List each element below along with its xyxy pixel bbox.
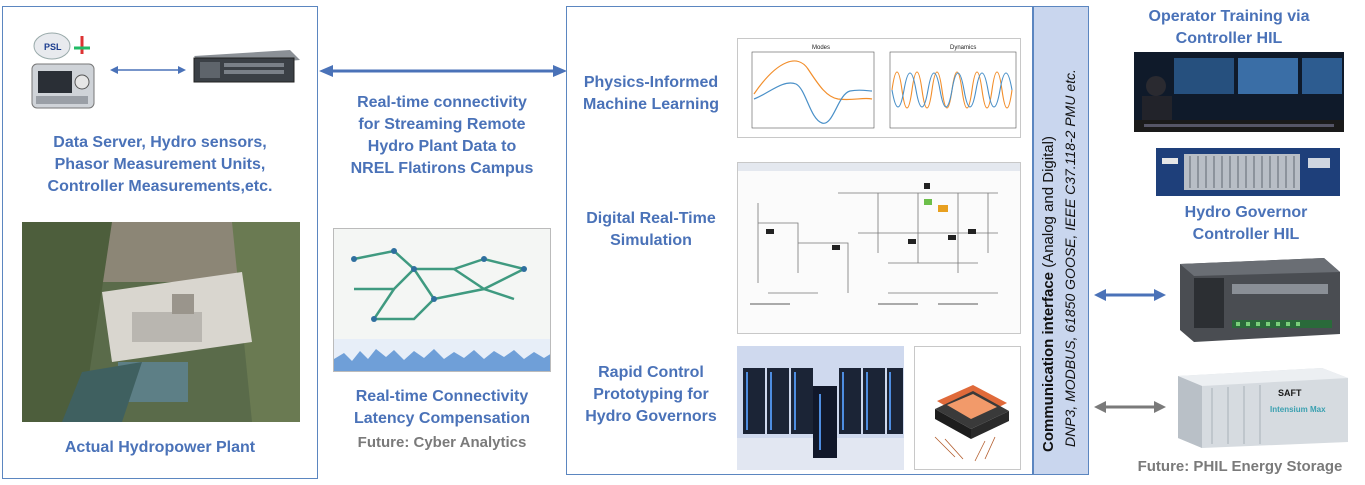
- energy-storage-container: SAFT Intensium Max: [1172, 362, 1354, 448]
- modes-plot-title: Modes: [812, 45, 830, 51]
- connectivity-caption: Real-time connectivity for Streaming Rem…: [350, 94, 534, 177]
- comm-interface-title: Communication interface (Analog and Digi…: [1040, 136, 1057, 452]
- future-phil-label: Future: PHIL Energy Storage: [1137, 458, 1343, 475]
- hydro-sensor-image: PSL: [22, 26, 108, 116]
- sensor-server-arrow: [110, 64, 186, 76]
- governor-controller-device: [1174, 254, 1346, 346]
- drts-label: Digital Real-Time Simulation: [586, 210, 716, 249]
- dynamics-plot-title: Dynamics: [950, 45, 976, 51]
- governor-controller-rack: [1156, 148, 1340, 196]
- governor-hil-caption: Hydro Governor Controller HIL: [1184, 204, 1308, 243]
- container-brand: SAFT: [1278, 388, 1302, 398]
- communication-interface-bar: [1033, 6, 1089, 475]
- comm-protocols: DNP3, MODBUS, 61850 GOOSE, IEEE C37.118-…: [1062, 69, 1078, 447]
- piml-label: Physics-Informed Machine Learning: [582, 74, 720, 113]
- data-server-caption: Data Server, Hydro sensors, Phasor Measu…: [47, 134, 273, 195]
- piml-plots-image: Modes Dynamics: [737, 38, 1021, 138]
- operator-training-caption: Operator Training via Controller HIL: [1148, 8, 1310, 47]
- data-server-image: [190, 46, 302, 88]
- plant-label: Actual Hydropower Plant: [64, 439, 256, 456]
- future-cyber-analytics: Future: Cyber Analytics: [357, 434, 527, 451]
- hydropower-dam-photo: [22, 222, 300, 422]
- hpc-cluster-photo: [737, 346, 904, 470]
- latency-caption: Real-time Connectivity Latency Compensat…: [353, 388, 531, 427]
- streaming-connectivity-arrow: [319, 64, 567, 78]
- governor-link-arrow: [1094, 288, 1166, 302]
- container-label: Intensium Max: [1270, 405, 1326, 414]
- storage-link-arrow: [1094, 400, 1166, 414]
- network-latency-image: [333, 228, 551, 372]
- rcp-label: Rapid Control Prototyping for Hydro Gove…: [585, 364, 717, 425]
- rt-simulation-schematic: [737, 162, 1021, 334]
- control-room-photo: [1134, 52, 1344, 132]
- controller-chip-image: [914, 346, 1021, 470]
- sensor-logo: PSL: [44, 42, 62, 52]
